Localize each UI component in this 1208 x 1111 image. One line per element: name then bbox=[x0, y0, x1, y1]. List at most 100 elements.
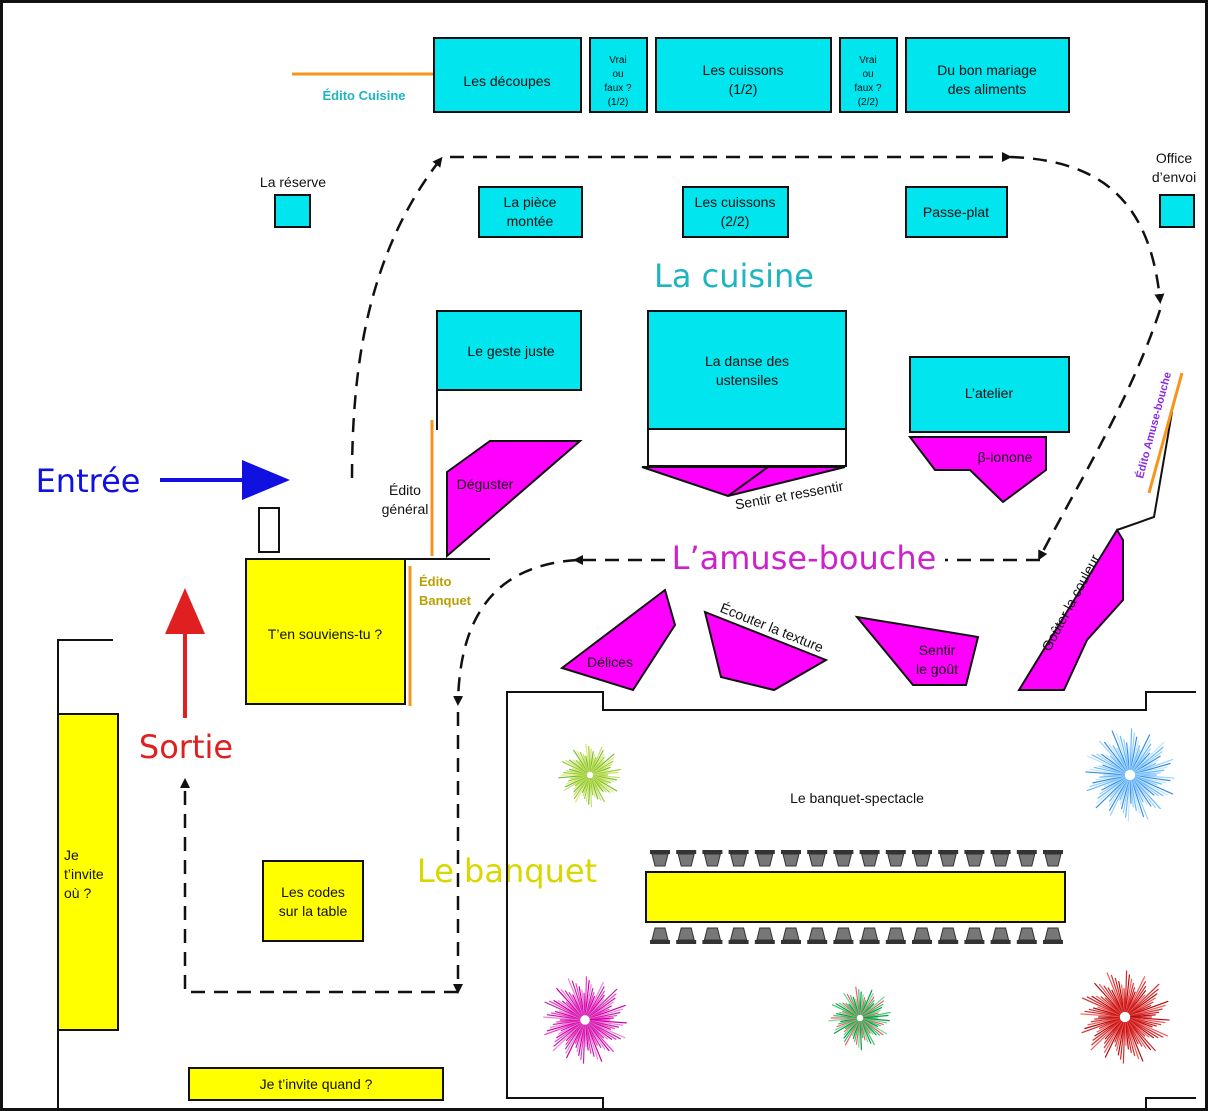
codes-line2: sur la table bbox=[279, 903, 348, 919]
box-invite-ou[interactable]: Je t’invite où ? bbox=[57, 713, 119, 1031]
chair bbox=[1043, 850, 1063, 867]
box-reserve[interactable] bbox=[274, 194, 311, 228]
danse-stand bbox=[647, 429, 847, 467]
piece-montee-line1: La pièce bbox=[504, 194, 557, 210]
vrai2-line1: Vrai bbox=[859, 55, 876, 66]
sortie-arrow-head bbox=[165, 588, 205, 634]
box-decoupes-label: Les découpes bbox=[463, 73, 550, 89]
firework-green-bottom bbox=[828, 986, 891, 1051]
firework-pink bbox=[543, 976, 627, 1064]
office-line1: Office bbox=[1156, 150, 1193, 166]
chair bbox=[807, 850, 828, 867]
codes-line1: Les codes bbox=[281, 884, 345, 900]
vrai2-line3: faux ? bbox=[854, 83, 882, 94]
beta-ionone-label: β-ionone bbox=[978, 449, 1033, 465]
station-deguster[interactable]: Déguster bbox=[446, 440, 583, 559]
box-bon-mariage[interactable]: Du bon mariage des aliments bbox=[905, 37, 1070, 113]
station-sentir-ressentir[interactable]: Sentir et ressentir bbox=[641, 466, 846, 512]
vrai1-line3: faux ? bbox=[604, 83, 632, 94]
reserve-label: La réserve bbox=[260, 174, 326, 190]
chair bbox=[702, 850, 723, 867]
chair bbox=[702, 927, 723, 944]
station-gouter-couleur[interactable]: Goûter la couleur bbox=[1017, 528, 1124, 691]
box-atelier[interactable]: L’atelier bbox=[909, 356, 1070, 433]
box-danse-ustensiles[interactable]: La danse des ustensiles bbox=[647, 310, 847, 430]
firework-green-top bbox=[558, 743, 621, 808]
atelier-label: L’atelier bbox=[965, 385, 1014, 401]
path-segment-4 bbox=[1038, 309, 1162, 561]
chair bbox=[650, 927, 670, 944]
office-line2: d’envoi bbox=[1152, 169, 1196, 185]
chair bbox=[885, 850, 906, 867]
station-beta-ionone[interactable]: β-ionone bbox=[907, 436, 1047, 504]
chair bbox=[728, 850, 749, 867]
mariage-line2: des aliments bbox=[948, 81, 1027, 97]
chairs-top bbox=[650, 850, 1063, 867]
box-office-envoi[interactable] bbox=[1159, 194, 1195, 228]
box-cuissons-1[interactable]: Les cuissons (1/2) bbox=[655, 37, 832, 113]
path-segment-3 bbox=[1009, 155, 1165, 304]
chair bbox=[676, 850, 697, 867]
cuissons1-line1: Les cuissons bbox=[703, 62, 784, 78]
banquet-spectacle-label: Le banquet-spectacle bbox=[790, 790, 924, 806]
path-segment-1 bbox=[350, 156, 443, 479]
chair bbox=[938, 850, 959, 867]
gout-line1: Sentir bbox=[919, 642, 956, 658]
station-ecouter-texture[interactable]: Écouter la texture bbox=[703, 599, 829, 692]
box-invite-quand[interactable]: Je t’invite quand ? bbox=[188, 1067, 444, 1101]
box-souviens-tu[interactable]: T’en souviens-tu ? bbox=[245, 558, 406, 705]
invite-quand-label: Je t’invite quand ? bbox=[260, 1076, 373, 1092]
passe-plat-label: Passe-plat bbox=[923, 204, 989, 220]
piece-montee-line2: montée bbox=[507, 213, 554, 229]
gout-line2: le goût bbox=[916, 661, 958, 677]
box-piece-montee[interactable]: La pièce montée bbox=[478, 186, 583, 238]
souviens-label: T’en souviens-tu ? bbox=[268, 626, 383, 642]
edito-banquet-line1: Édito bbox=[419, 574, 452, 589]
cuissons1-line2: (1/2) bbox=[729, 81, 758, 97]
chair bbox=[1043, 927, 1063, 944]
chair bbox=[1016, 850, 1037, 867]
danse-line2: ustensiles bbox=[716, 372, 778, 388]
geste-juste-label: Le geste juste bbox=[467, 343, 554, 359]
station-delices[interactable]: Délices bbox=[559, 588, 677, 692]
vrai2-line2: ou bbox=[862, 69, 873, 80]
path-segment-7 bbox=[453, 558, 578, 706]
chair bbox=[754, 850, 775, 867]
box-passe-plat[interactable]: Passe-plat bbox=[905, 186, 1008, 238]
chairs-bottom bbox=[650, 927, 1063, 944]
invite-ou-line3: où ? bbox=[64, 885, 91, 901]
edito-general-line2: général bbox=[382, 501, 429, 517]
entree-label: Entrée bbox=[36, 462, 141, 500]
chair bbox=[912, 927, 932, 944]
chair bbox=[754, 927, 775, 944]
chair bbox=[859, 850, 880, 867]
chair bbox=[990, 850, 1011, 867]
box-geste-juste[interactable]: Le geste juste bbox=[436, 310, 582, 391]
sortie-label: Sortie bbox=[139, 728, 233, 766]
deguster-label: Déguster bbox=[457, 476, 514, 492]
box-codes-table[interactable]: Les codes sur la table bbox=[262, 860, 364, 942]
box-cuissons-2[interactable]: Les cuissons (2/2) bbox=[682, 186, 789, 238]
chair bbox=[728, 927, 749, 944]
chair bbox=[650, 850, 670, 867]
chair bbox=[833, 927, 854, 944]
banquet-table[interactable] bbox=[645, 871, 1066, 923]
invite-ou-line1: Je bbox=[64, 847, 79, 863]
chair bbox=[676, 927, 697, 944]
cuissons2-line1: Les cuissons bbox=[695, 194, 776, 210]
chair bbox=[964, 927, 985, 944]
danse-line1: La danse des bbox=[705, 353, 789, 369]
chair bbox=[833, 850, 854, 867]
chair bbox=[990, 927, 1011, 944]
chair bbox=[807, 927, 828, 944]
firework-blue bbox=[1085, 728, 1175, 822]
banquet-table-group bbox=[645, 850, 1066, 944]
edito-banquet-line2: Banquet bbox=[419, 593, 472, 608]
box-vrai-faux-2[interactable]: Vrai ou faux ? (2/2) bbox=[839, 37, 898, 113]
vrai1-line4: (1/2) bbox=[608, 97, 629, 108]
box-decoupes[interactable]: Les découpes bbox=[433, 37, 582, 113]
box-vrai-faux-1[interactable]: Vrai ou faux ? (1/2) bbox=[589, 37, 648, 113]
station-sentir-gout[interactable]: Sentir le goût bbox=[854, 615, 980, 686]
